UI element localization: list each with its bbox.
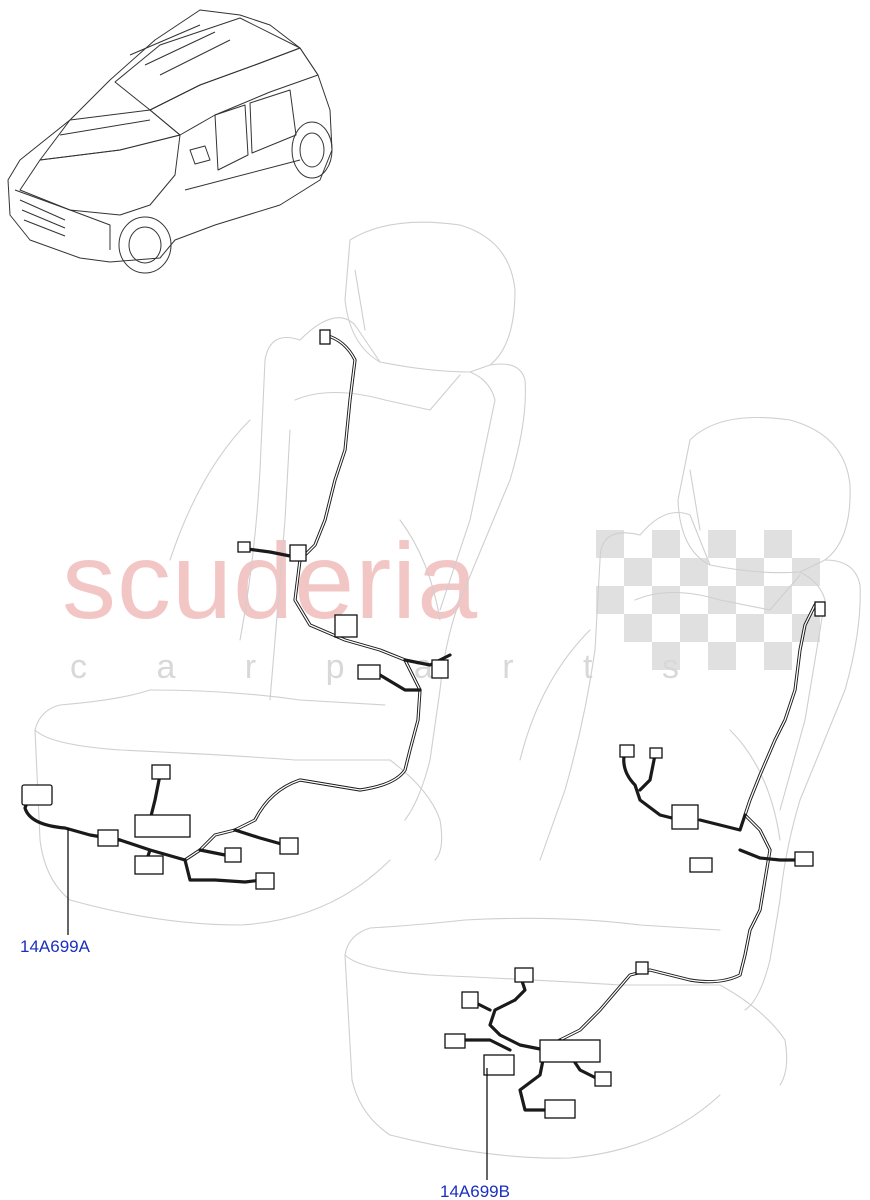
connector xyxy=(134,814,191,838)
harness-b-connectors xyxy=(444,601,826,1119)
connector xyxy=(635,961,649,975)
part-number-label: 14A699A xyxy=(20,937,91,956)
connector xyxy=(619,744,635,758)
connector xyxy=(319,329,331,345)
connector xyxy=(514,967,534,983)
connector xyxy=(151,764,171,780)
connector xyxy=(357,664,381,680)
connector xyxy=(649,747,663,759)
part-number-label: 14A699B xyxy=(440,1182,510,1200)
watermark-title: scuderia xyxy=(62,520,478,641)
connector xyxy=(279,837,299,855)
harness-b xyxy=(444,601,826,1119)
connector xyxy=(237,541,251,553)
connector xyxy=(689,857,713,873)
vehicle-illustration xyxy=(7,9,333,274)
connector xyxy=(594,1071,612,1087)
connector xyxy=(461,991,479,1009)
connector xyxy=(814,601,826,617)
watermark-checker-flag xyxy=(596,530,820,670)
connector xyxy=(483,1054,515,1076)
connector xyxy=(97,829,119,847)
connector xyxy=(224,847,242,863)
callout-14a699b: 14A699B xyxy=(440,1068,510,1200)
connector xyxy=(431,659,449,679)
callout-14a699a: 14A699A xyxy=(20,828,91,956)
left-seat-outline xyxy=(34,221,526,926)
connector xyxy=(539,1039,601,1063)
connector xyxy=(334,614,358,638)
harness-a-connectors xyxy=(21,329,449,890)
connector xyxy=(444,1033,466,1049)
connector xyxy=(255,872,275,890)
right-seat-outline xyxy=(344,416,861,1159)
connector xyxy=(134,855,164,875)
connector xyxy=(21,784,53,806)
connector xyxy=(544,1099,576,1119)
harness-a xyxy=(21,329,452,890)
connector xyxy=(289,544,307,562)
connector xyxy=(671,804,699,830)
connector xyxy=(794,851,814,867)
